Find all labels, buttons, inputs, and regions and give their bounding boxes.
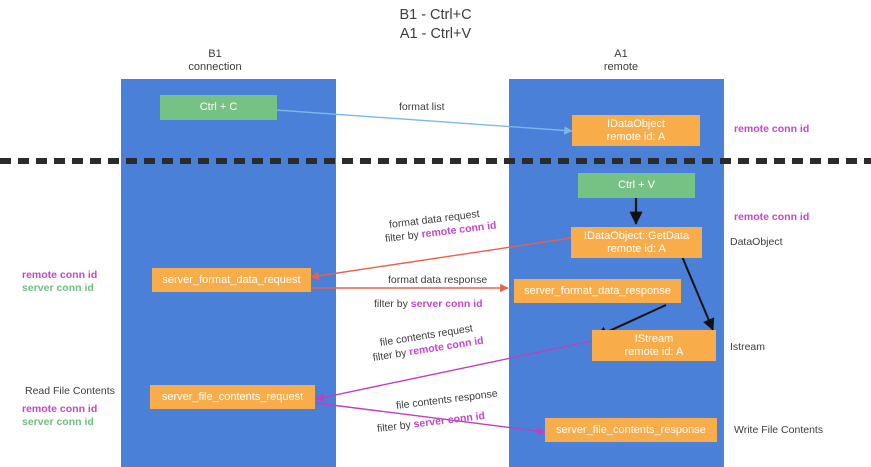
side-label-istream: Istream — [730, 341, 766, 353]
node-idataobject-getdata-line2: remote id: A — [607, 242, 666, 255]
side-label-remote-conn-id-mid: remote conn id — [734, 211, 810, 223]
node-ctrl-c-label: Ctrl + C — [199, 101, 238, 113]
node-server-file-contents-response[interactable]: server_file_contents_response — [545, 418, 717, 442]
node-idataobject-top[interactable]: IDataObject remote id: A — [572, 115, 700, 146]
node-istream[interactable]: IStream remote id: A — [592, 330, 716, 361]
side-label-left-server-conn-id-mid: server conn id — [22, 282, 94, 294]
side-label-remote-conn-id-top: remote conn id — [734, 123, 810, 135]
side-label-write-file-contents: Write File Contents — [734, 424, 824, 436]
node-ctrl-c[interactable]: Ctrl + C — [160, 95, 277, 120]
filter-prefix-2: filter by — [374, 298, 411, 310]
side-label-read-file-contents: Read File Contents — [25, 385, 115, 397]
filter-key-4: server conn id — [412, 409, 486, 431]
node-server-format-data-response[interactable]: server_format_data_response — [514, 279, 681, 303]
node-server-format-data-request[interactable]: server_format_data_request — [152, 268, 311, 292]
node-server-file-contents-response-label: server_file_contents_response — [556, 423, 706, 436]
side-label-dataobject: DataObject — [730, 236, 783, 248]
node-idataobject-getdata-line1: IDataObject::GetData — [583, 229, 690, 242]
side-label-left-remote-conn-id-mid: remote conn id — [22, 269, 98, 281]
edge-label-format-data-response-filter: filter by server conn id — [374, 298, 483, 311]
node-ctrl-v[interactable]: Ctrl + V — [578, 173, 695, 198]
node-idataobject-top-line1: IDataObject — [606, 117, 666, 130]
node-istream-line2: remote id: A — [624, 345, 684, 358]
node-idataobject-top-line2: remote id: A — [606, 130, 666, 143]
lane-b1-subtitle: connection — [188, 61, 242, 73]
node-server-file-contents-request-label: server_file_contents_request — [161, 390, 304, 403]
edge-label-format-data-response: format data response — [388, 274, 488, 286]
node-server-format-data-request-label: server_format_data_request — [162, 273, 301, 286]
node-server-file-contents-request[interactable]: server_file_contents_request — [150, 385, 315, 409]
title-line-1: B1 - Ctrl+C — [399, 7, 472, 23]
title-line-2: A1 - Ctrl+V — [399, 26, 472, 42]
edge-label-file-contents-response-filter: filter by server conn id — [376, 410, 485, 436]
filter-key-2: server conn id — [410, 298, 483, 310]
filter-prefix-3: filter by — [371, 346, 411, 365]
node-istream-line1: IStream — [634, 332, 674, 345]
filter-prefix-4: filter by — [376, 418, 415, 436]
node-server-format-data-response-label: server_format_data_response — [524, 284, 671, 297]
node-idataobject-getdata[interactable]: IDataObject::GetData remote id: A — [571, 227, 702, 258]
lane-header-a1: A1 remote — [556, 48, 686, 74]
node-ctrl-v-label: Ctrl + V — [618, 179, 655, 191]
side-label-left-server-conn-id-bottom: server conn id — [22, 416, 94, 428]
lane-a1-subtitle: remote — [603, 61, 639, 73]
side-label-left-remote-conn-id-bottom: remote conn id — [22, 403, 98, 415]
edge-label-format-list: format list — [399, 101, 445, 113]
diagram-title: B1 - Ctrl+C A1 - Ctrl+V — [0, 6, 871, 44]
lane-b1-title: B1 — [208, 48, 222, 60]
lane-header-b1: B1 connection — [150, 48, 280, 74]
lane-a1-title: A1 — [614, 48, 628, 60]
